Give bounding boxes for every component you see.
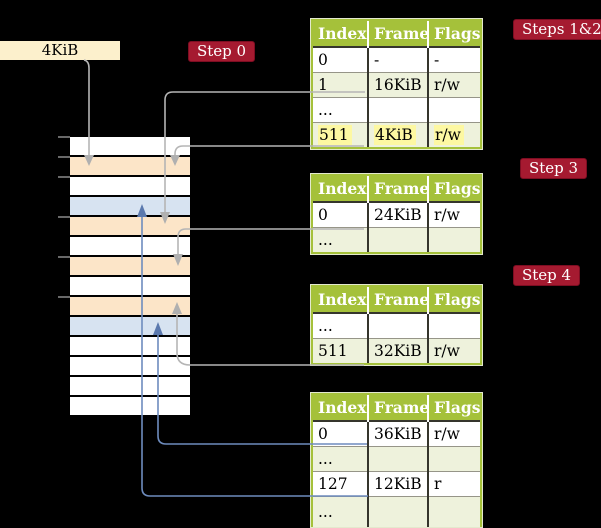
column-header-flags: Flags — [427, 176, 481, 202]
index-cell: ... — [318, 101, 333, 119]
memory-frame-44kib-free — [70, 355, 190, 375]
flags-cell: - — [427, 47, 480, 73]
memory-frame-28kib-free — [70, 275, 190, 295]
index-cell: 1 — [318, 76, 328, 94]
frame-cell: 12KiB — [367, 471, 428, 497]
column-header-index: Index — [313, 287, 368, 313]
column-header-frame: Frame — [367, 176, 429, 202]
flags-cell — [427, 97, 480, 123]
column-header-index: Index — [313, 395, 368, 421]
index-cell: 0 — [318, 425, 328, 443]
memory-frame-4kib-table — [70, 155, 190, 175]
column-header-flags: Flags — [427, 287, 481, 313]
memory-frame-0kib-free — [70, 135, 190, 155]
frame-size-box: 4KiB — [0, 41, 120, 60]
table-row-...: ... — [313, 227, 480, 252]
memory-frame-24kib-table — [70, 255, 190, 275]
frame-cell — [367, 227, 428, 252]
memory-column — [70, 135, 190, 417]
index-cell: ... — [318, 450, 333, 468]
index-cell: 511 — [313, 123, 368, 148]
frame-cell — [367, 446, 428, 472]
frame-cell — [367, 313, 428, 339]
column-header-flags: Flags — [427, 395, 481, 421]
index-cell: 127 — [318, 475, 348, 493]
memory-frame-32kib-table — [70, 295, 190, 315]
frame-cell: 16KiB — [367, 72, 428, 98]
frame-cell: 36KiB — [367, 421, 428, 447]
badge-step-4: Step 4 — [513, 265, 581, 286]
memory-frame-48kib-free — [70, 375, 190, 395]
column-header-frame: Frame — [367, 287, 429, 313]
frame-cell: - — [367, 47, 428, 73]
index-cell: ... — [318, 231, 333, 249]
flags-cell: r/w — [427, 122, 480, 147]
frame-cell: 32KiB — [367, 338, 428, 363]
table-row-0: 0 -- — [313, 47, 480, 73]
index-cell: ... — [318, 317, 333, 335]
memory-frame-40kib-free — [70, 335, 190, 355]
frame-cell — [367, 496, 428, 527]
memory-frame-8kib-free — [70, 175, 190, 195]
flags-cell: r — [427, 471, 480, 497]
flags-cell: r/w — [427, 72, 480, 98]
column-header-index: Index — [313, 176, 368, 202]
highlighted-value: 4KiB — [374, 125, 416, 145]
index-cell: 0 — [318, 206, 328, 224]
flags-cell: r/w — [427, 338, 480, 363]
highlighted-value: r/w — [434, 125, 464, 145]
memory-frame-12kib-mapped — [70, 195, 190, 215]
index-cell: ... — [318, 503, 333, 521]
table-row-511: 511 4KiB r/w — [313, 122, 480, 148]
flags-cell — [427, 313, 480, 339]
frame-cell: 24KiB — [367, 202, 428, 228]
frame-size-label: 4KiB — [41, 41, 79, 59]
memory-frame-52kib-free — [70, 395, 190, 415]
column-header-frame: Frame — [367, 21, 429, 47]
index-cell: 511 — [318, 342, 348, 360]
badge-steps-1-2: Steps 1&2 — [513, 19, 601, 40]
flags-cell — [427, 227, 480, 252]
flags-cell: r/w — [427, 421, 480, 447]
table-row-...: ... — [313, 97, 480, 123]
column-header-flags: Flags — [427, 21, 481, 47]
highlighted-value: 511 — [318, 125, 352, 145]
table-row-...: ... — [313, 496, 480, 527]
flags-cell: r/w — [427, 202, 480, 228]
flags-cell — [427, 496, 480, 527]
column-header-index: Index — [313, 21, 368, 47]
memory-frame-20kib-free — [70, 235, 190, 255]
table-row-...: ... — [313, 313, 480, 339]
frame-cell: 4KiB — [367, 122, 428, 147]
badge-step-0: Step 0 — [188, 41, 256, 62]
badge-step-3: Step 3 — [520, 158, 588, 179]
frame-cell — [367, 97, 428, 123]
column-header-frame: Frame — [367, 395, 429, 421]
table-row-...: ... — [313, 446, 480, 472]
memory-frame-36kib-mapped — [70, 315, 190, 335]
frame-boundary-ticks — [58, 136, 70, 298]
memory-frame-16kib-table — [70, 215, 190, 235]
flags-cell — [427, 446, 480, 472]
index-cell: 0 — [318, 51, 328, 69]
